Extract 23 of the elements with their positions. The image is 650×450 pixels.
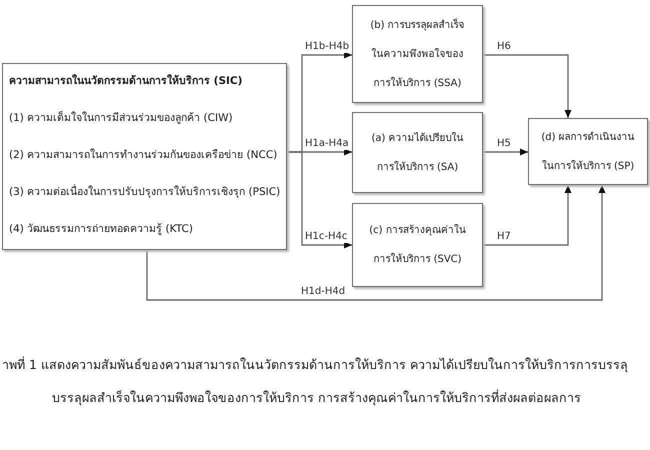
box-label: (b) การบรรลุผลสำเร็จ ในความพึงพอใจของ การให้บริการ (SSA) [369,17,466,90]
arrow [483,148,528,156]
list-item: (3) ความต่อเนื่องในการปรับปรุงการให้บริการเชิงรุก (PSIC) [9,185,280,200]
arrow [287,151,352,248]
arrow [483,185,572,246]
concept-box [352,5,483,103]
concept-box [352,112,483,193]
box-label: (d) ผลการดำเนินงาน ในการให้บริการ (SP) [540,130,636,174]
edge-label: H1b-H4b [304,41,350,53]
concept-box [528,118,648,185]
concept-box [2,63,287,250]
list-item: (4) วัฒนธรรมการถ่ายทอดความรู้ (KTC) [9,222,193,237]
edge-label: H1a-H4a [304,138,350,150]
box-heading: ความสามารถในนวัตกรรมด้านการให้บริการ (SIC) [9,74,242,89]
list-item: (1) ความเต็มใจในการมีส่วนร่วมของลูกค้า (CIW) [9,111,233,126]
figure-caption: าพที่ 1 แสดงความสัมพันธ์ของความสามารถในนวัตกรรมด้านการให้บริการ ความได้เปรียบในการให้บริการการบรรลุ บรรลุผลสำเร็จในความพึงพอใจของการให้บริการ การสร้างคุณค่าในการให้บริการที่ส่งผลต่อผลการ [2,355,629,408]
concept-box [352,203,483,287]
arrow [483,54,572,118]
edge-label: H1c-H4c [304,231,348,243]
list-item: (2) ความสามารถในการทำงานร่วมกันของเครือข่าย (NCC) [9,148,278,163]
box-label: (c) การสร้างคุณค่าใน การให้บริการ (SVC) [368,223,467,267]
arrow [146,185,606,301]
box-label: (a) ความได้เปรียบใน การให้บริการ (SA) [370,131,465,174]
